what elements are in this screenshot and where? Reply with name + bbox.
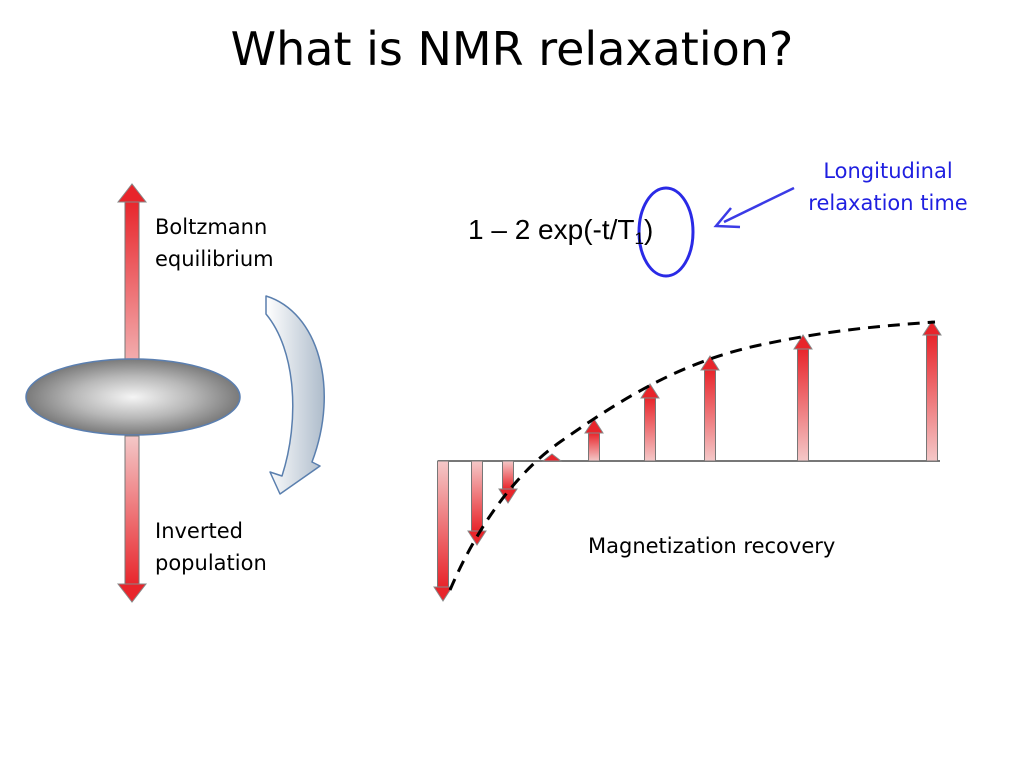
spin-disk <box>25 358 241 436</box>
recovery-arrow <box>467 460 487 546</box>
recovery-arrow <box>793 334 813 462</box>
recovery-arrow <box>498 460 518 504</box>
recovery-arrow <box>433 460 453 602</box>
recovery-plot <box>433 320 942 602</box>
t1-highlight <box>637 186 695 278</box>
recovery-arrow <box>541 453 563 462</box>
annotation-arrow <box>713 186 795 229</box>
recovery-arrow <box>640 383 660 462</box>
longitudinal-annotation: Longitudinal relaxation time <box>808 159 968 215</box>
recovery-curve <box>448 320 936 591</box>
equilibrium-arrow <box>116 183 148 393</box>
recovery-equation: 1 – 2 exp(-t/T1) <box>468 214 654 248</box>
recovery-arrow <box>922 320 942 462</box>
boltzmann-label: Boltzmann equilibrium <box>155 215 274 271</box>
curved-arrow <box>265 295 325 495</box>
slide-title: What is NMR relaxation? <box>230 22 794 76</box>
recovery-label: Magnetization recovery <box>588 534 836 558</box>
inverted-arrow <box>116 435 148 603</box>
recovery-arrow <box>700 355 720 462</box>
recovery-arrow <box>584 418 604 462</box>
inverted-label: Inverted population <box>155 519 267 575</box>
